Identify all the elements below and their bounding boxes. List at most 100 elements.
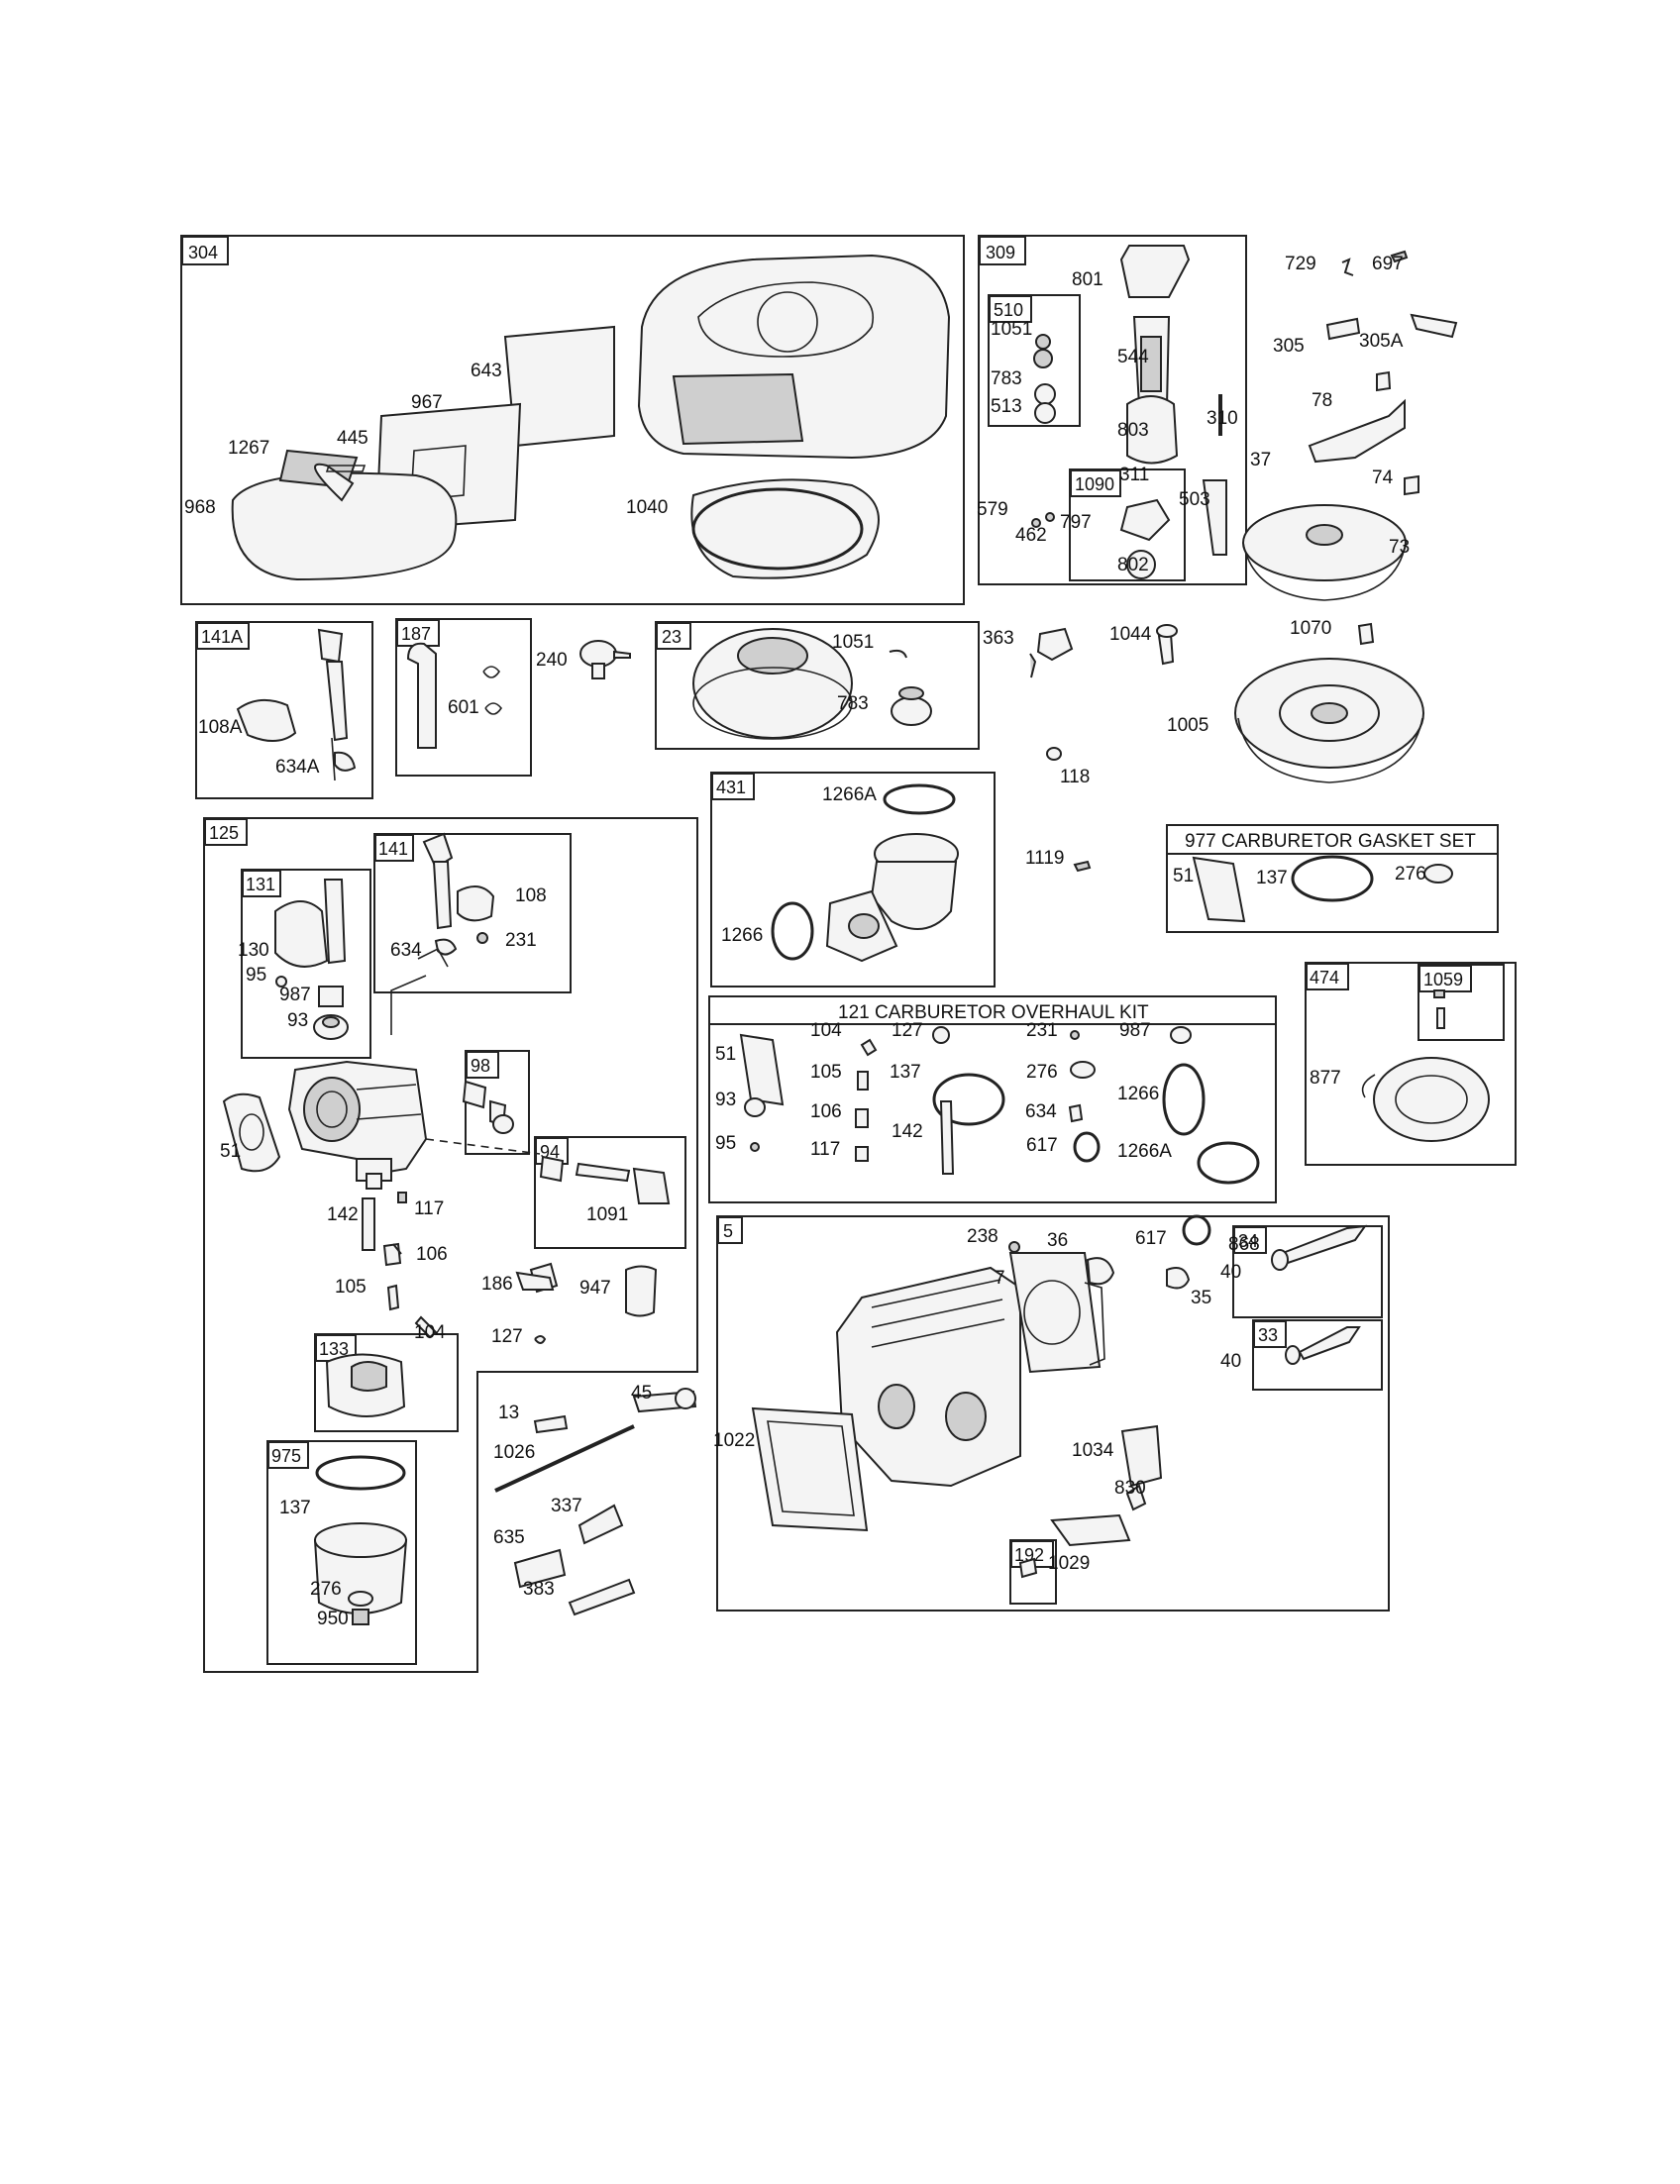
bracket-131-illustration bbox=[274, 879, 349, 1040]
part-number-label: 830 bbox=[1114, 1478, 1146, 1499]
part-number-label: 51 bbox=[715, 1044, 736, 1065]
part-number-label: 127 bbox=[491, 1326, 523, 1347]
part-number-label: 93 bbox=[715, 1090, 736, 1110]
part-number-label: 1266 bbox=[1117, 1084, 1159, 1104]
part-number-label: 40 bbox=[1220, 1351, 1241, 1372]
part-number-label: 445 bbox=[337, 428, 368, 449]
part-number-label: 1051 bbox=[991, 319, 1032, 340]
cylinder-head-5-illustration bbox=[751, 1214, 1368, 1579]
part-number-label: 118 bbox=[1060, 767, 1090, 787]
part-number-label: 117 bbox=[414, 1198, 444, 1219]
carb-screws-illustration bbox=[462, 1080, 671, 1204]
part-number-label: 503 bbox=[1179, 489, 1210, 510]
part-number-label: 117 bbox=[810, 1139, 840, 1160]
tag-1090: 1090 bbox=[1070, 469, 1121, 497]
part-number-label: 947 bbox=[579, 1278, 611, 1299]
tag-34: 34 bbox=[1233, 1226, 1267, 1254]
part-number-label: 797 bbox=[1060, 512, 1092, 533]
part-number-label: 142 bbox=[892, 1121, 923, 1142]
part-number-label: 95 bbox=[715, 1133, 736, 1154]
tag-187-text: 187 bbox=[401, 624, 431, 644]
part-number-label: 1091 bbox=[586, 1204, 628, 1225]
fuel-pump-240-illustration bbox=[579, 640, 631, 679]
part-number-label: 1040 bbox=[626, 497, 668, 518]
part-number-label: 1070 bbox=[1290, 618, 1331, 639]
part-number-label: 462 bbox=[1015, 525, 1047, 546]
part-number-label: 305 bbox=[1273, 336, 1305, 357]
tag-23-text: 23 bbox=[662, 627, 682, 647]
group-141-frame bbox=[373, 833, 572, 993]
part-number-label: 967 bbox=[411, 392, 443, 413]
part-number-label: 104 bbox=[414, 1322, 446, 1343]
starter-motor-illustration bbox=[1031, 245, 1227, 579]
part-number-label: 108 bbox=[515, 885, 547, 906]
part-number-label: 877 bbox=[1310, 1068, 1341, 1089]
part-number-label: 78 bbox=[1312, 390, 1332, 411]
tag-141A-text: 141A bbox=[201, 627, 243, 647]
part-number-label: 801 bbox=[1072, 269, 1103, 290]
part-number-label: 231 bbox=[1026, 1020, 1058, 1041]
part-number-label: 137 bbox=[279, 1498, 311, 1518]
part-number-label: 1051 bbox=[832, 632, 874, 653]
part-number-label: 1119 bbox=[1025, 848, 1064, 869]
group-34-frame bbox=[1232, 1225, 1383, 1318]
part-number-label: 130 bbox=[238, 940, 269, 961]
part-number-label: 105 bbox=[335, 1277, 367, 1298]
tag-33-text: 33 bbox=[1258, 1325, 1278, 1345]
tag-510-text: 510 bbox=[994, 300, 1023, 320]
tag-304-text: 304 bbox=[188, 243, 218, 262]
part-number-label: 106 bbox=[810, 1101, 842, 1122]
group-133-frame bbox=[314, 1333, 459, 1432]
part-number-label: 36 bbox=[1047, 1230, 1068, 1251]
part-number-label: 1266A bbox=[822, 784, 877, 805]
part-number-label: 45 bbox=[631, 1383, 652, 1404]
part-number-label: 1044 bbox=[1109, 624, 1152, 645]
part-number-label: 51 bbox=[220, 1141, 241, 1162]
part-number-label: 635 bbox=[493, 1527, 525, 1548]
tag-474-text: 474 bbox=[1310, 968, 1339, 988]
group-304-frame bbox=[180, 235, 965, 605]
tag-33: 33 bbox=[1253, 1320, 1287, 1348]
part-number-label: 513 bbox=[991, 396, 1022, 417]
part-number-label: 337 bbox=[551, 1496, 582, 1516]
tag-431-text: 431 bbox=[716, 778, 746, 797]
fan-1005-illustration bbox=[1029, 622, 1424, 783]
part-number-label: 1022 bbox=[713, 1430, 755, 1451]
tag-141A: 141A bbox=[196, 622, 250, 650]
tag-98-text: 98 bbox=[471, 1056, 490, 1076]
float-133-illustration bbox=[325, 1315, 438, 1417]
group-125-frame bbox=[203, 817, 698, 1673]
part-number-label: 803 bbox=[1117, 420, 1149, 441]
part-number-label: 1267 bbox=[228, 438, 269, 459]
part-number-label: 95 bbox=[246, 965, 266, 986]
tag-5-text: 5 bbox=[723, 1221, 733, 1241]
group-975-frame bbox=[266, 1440, 417, 1665]
part-number-label: 1026 bbox=[493, 1442, 535, 1463]
tag-131: 131 bbox=[242, 870, 281, 897]
part-number-label: 968 bbox=[184, 497, 216, 518]
part-number-label: 93 bbox=[287, 1010, 308, 1031]
part-number-label: 783 bbox=[991, 368, 1022, 389]
tag-187: 187 bbox=[396, 619, 440, 647]
tag-510: 510 bbox=[989, 295, 1032, 323]
group-474-frame bbox=[1305, 962, 1517, 1166]
overhaul-kit-title: 121 CARBURETOR OVERHAUL KIT bbox=[838, 1002, 1149, 1023]
group-tags: 304 309 510 1090 141A 187 23 431 125 131… bbox=[181, 236, 1472, 1568]
tag-133-text: 133 bbox=[319, 1339, 349, 1359]
tag-98: 98 bbox=[466, 1051, 499, 1079]
part-number-label: 276 bbox=[1026, 1062, 1058, 1083]
part-number-label: 142 bbox=[327, 1204, 359, 1225]
group-141A-frame bbox=[195, 621, 373, 799]
shroud-illustration bbox=[1242, 250, 1458, 601]
hose-187-illustration bbox=[406, 642, 502, 749]
part-number-label: 105 bbox=[810, 1062, 842, 1083]
part-number-label: 950 bbox=[317, 1609, 349, 1629]
part-number-label: 106 bbox=[416, 1244, 448, 1265]
tag-309-text: 309 bbox=[986, 243, 1015, 262]
flywheel-23-illustration bbox=[692, 628, 932, 740]
group-1090-frame bbox=[1069, 468, 1186, 581]
group-309-frame bbox=[978, 235, 1247, 585]
part-number-label: 601 bbox=[448, 697, 479, 718]
